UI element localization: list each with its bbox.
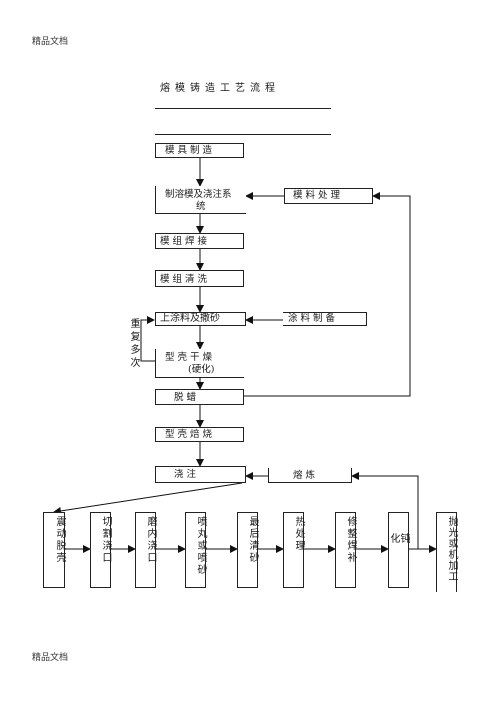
step-dewaxing: 脱 蜡 [155,389,244,405]
post-step-shot-blast-label: 喷丸或喷砂 [195,516,206,576]
step-shell-drying-label-2: (硬化) [188,364,215,375]
step-coating-sanding-label: 上涂料及撒砂 [160,313,220,324]
post-step-cut-gate: 切割浇口 [90,512,111,588]
post-step-shakeout: 震动脱壳 [43,512,65,588]
post-step-cut-gate-label: 切割浇口 [100,516,111,564]
post-step-polish-machine-label: 抛光或机加工 [446,516,457,582]
step-mold-making: 模 具 制 造 [155,143,244,158]
page-title: 熔模铸造工艺流程 [160,83,280,94]
step-dewaxing-label: 脱 蜡 [174,392,197,403]
step-mold-making-label: 模 具 制 造 [165,145,213,156]
footer-label: 精品文档 [32,653,69,663]
step-shell-firing-label: 型 壳 焙 烧 [165,429,213,440]
arrow-repeat-loop [140,316,155,362]
post-step-repair-weld: 修整焊补 [335,512,356,588]
post-step-polish-machine: 抛光或机加工 [436,512,457,592]
post-step-passivation-label: 钝化 [388,532,409,571]
post-step-grind-gate-label: 磨内浇口 [145,516,156,564]
arrow-finish-to-melt [351,472,419,549]
step-shell-drying: 型 壳 干 燥 (硬化) [155,349,244,378]
header-label: 精品文档 [32,37,69,47]
step-melting-label: 熔 炼 [293,470,316,481]
step-wax-pattern: 制溶模及浇注系 统 [155,186,246,214]
post-step-heat-treatment-label: 热处理 [293,516,304,552]
post-step-shot-blast: 喷丸或喷砂 [185,512,206,588]
arrow-dewax-recycle [244,192,411,397]
step-shell-drying-label-1: 型 壳 干 燥 [165,352,213,363]
step-coating-sanding: 上涂料及撒砂 [155,312,246,326]
step-cluster-cleaning-label: 模 组 清 洗 [160,274,208,285]
post-step-final-clean: 最后清砂 [237,512,258,588]
step-pouring: 浇 注 [155,466,246,483]
post-step-heat-treatment: 热处理 [283,512,304,588]
post-step-repair-weld-label: 修整焊补 [345,516,356,564]
title-rule-2 [155,134,331,135]
title-rule-1 [155,108,331,109]
step-slurry-prep-label: 涂 料 制 备 [288,313,336,324]
post-step-passivation: 钝化 [388,512,409,588]
step-wax-pattern-label-2: 统 [196,201,206,212]
step-pouring-label: 浇 注 [174,469,197,480]
arrow-pour-to-shakeout [53,482,243,515]
post-step-grind-gate: 磨内浇口 [135,512,156,588]
post-step-shakeout-label: 震动脱壳 [54,516,65,564]
step-material-processing: 模 料 处 理 [284,188,373,204]
repeat-note: 重复多次 [128,318,139,370]
step-cluster-welding: 模 组 焊 接 [155,233,244,249]
post-step-final-clean-label: 最后清砂 [247,516,258,564]
step-melting: 熔 炼 [268,468,352,483]
step-shell-firing: 型 壳 焙 烧 [155,427,244,442]
step-wax-pattern-label-1: 制溶模及浇注系 [165,189,232,200]
step-cluster-cleaning: 模 组 清 洗 [155,270,244,287]
step-cluster-welding-label: 模 组 焊 接 [160,236,208,247]
step-slurry-prep: 涂 料 制 备 [283,312,367,326]
step-material-processing-label: 模 料 处 理 [293,190,341,201]
